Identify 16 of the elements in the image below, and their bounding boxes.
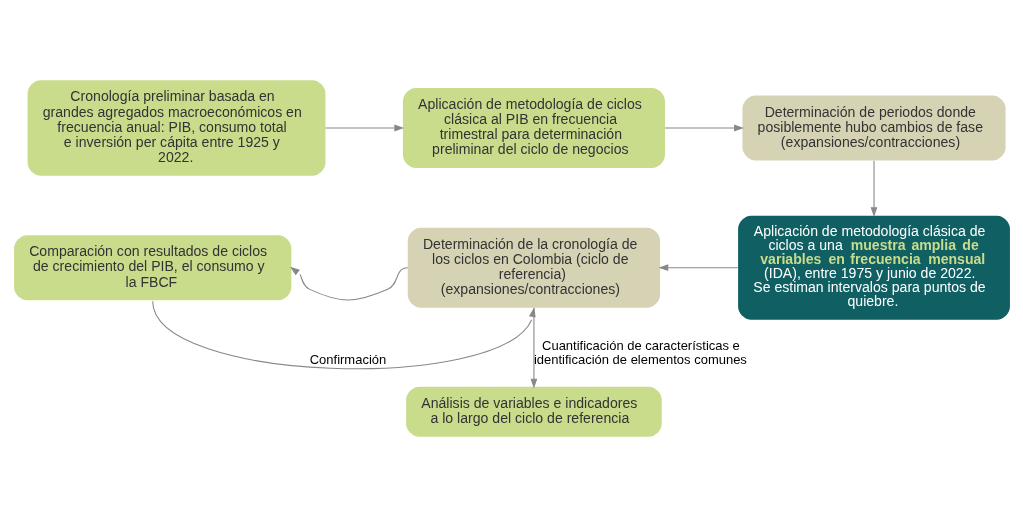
arrow <box>530 307 537 389</box>
edge-label: Cuantificación de características e identificación de elementos comunes <box>533 337 747 367</box>
arrow <box>151 300 536 369</box>
arrow <box>324 124 404 132</box>
node-box: Aplicación de metodología de ciclos clásica al PIB en frecuencia trimestral para determinación preliminar del ciclo de negocios <box>402 87 665 169</box>
node-box: Determinación de la cronología de los ciclos en Colombia (ciclo de referencia) (expansiones/contracciones) <box>407 227 660 308</box>
edge-label: Confirmación <box>309 351 386 367</box>
node-box: Determinación de periodos donde posiblemente hubo cambios de fase (expansiones/contracciones) <box>741 95 1006 161</box>
node-box: Aplicación de metodología clásica de ciclos a una muestra amplia de variables en frecuencia mensual (IDA), entre 1975 y junio de 2022. Se estiman intervalos para puntos de quiebre. <box>737 215 1010 320</box>
arrow <box>870 160 877 217</box>
node-box: Análisis de variables e indicadores a lo largo del ciclo de referencia <box>405 386 662 437</box>
arrow <box>658 264 738 272</box>
node-box: Comparación con resultados de ciclos de crecimiento del PIB, el consumo y la FBCF <box>13 235 291 301</box>
arrow <box>289 266 408 301</box>
node-box: Cronología preliminar basada en grandes agregados macroeconómicos en frecuencia anual: PIB, consumo total e inversión per cápita entre 1925 y 2022. <box>27 80 325 176</box>
arrow <box>664 124 744 132</box>
